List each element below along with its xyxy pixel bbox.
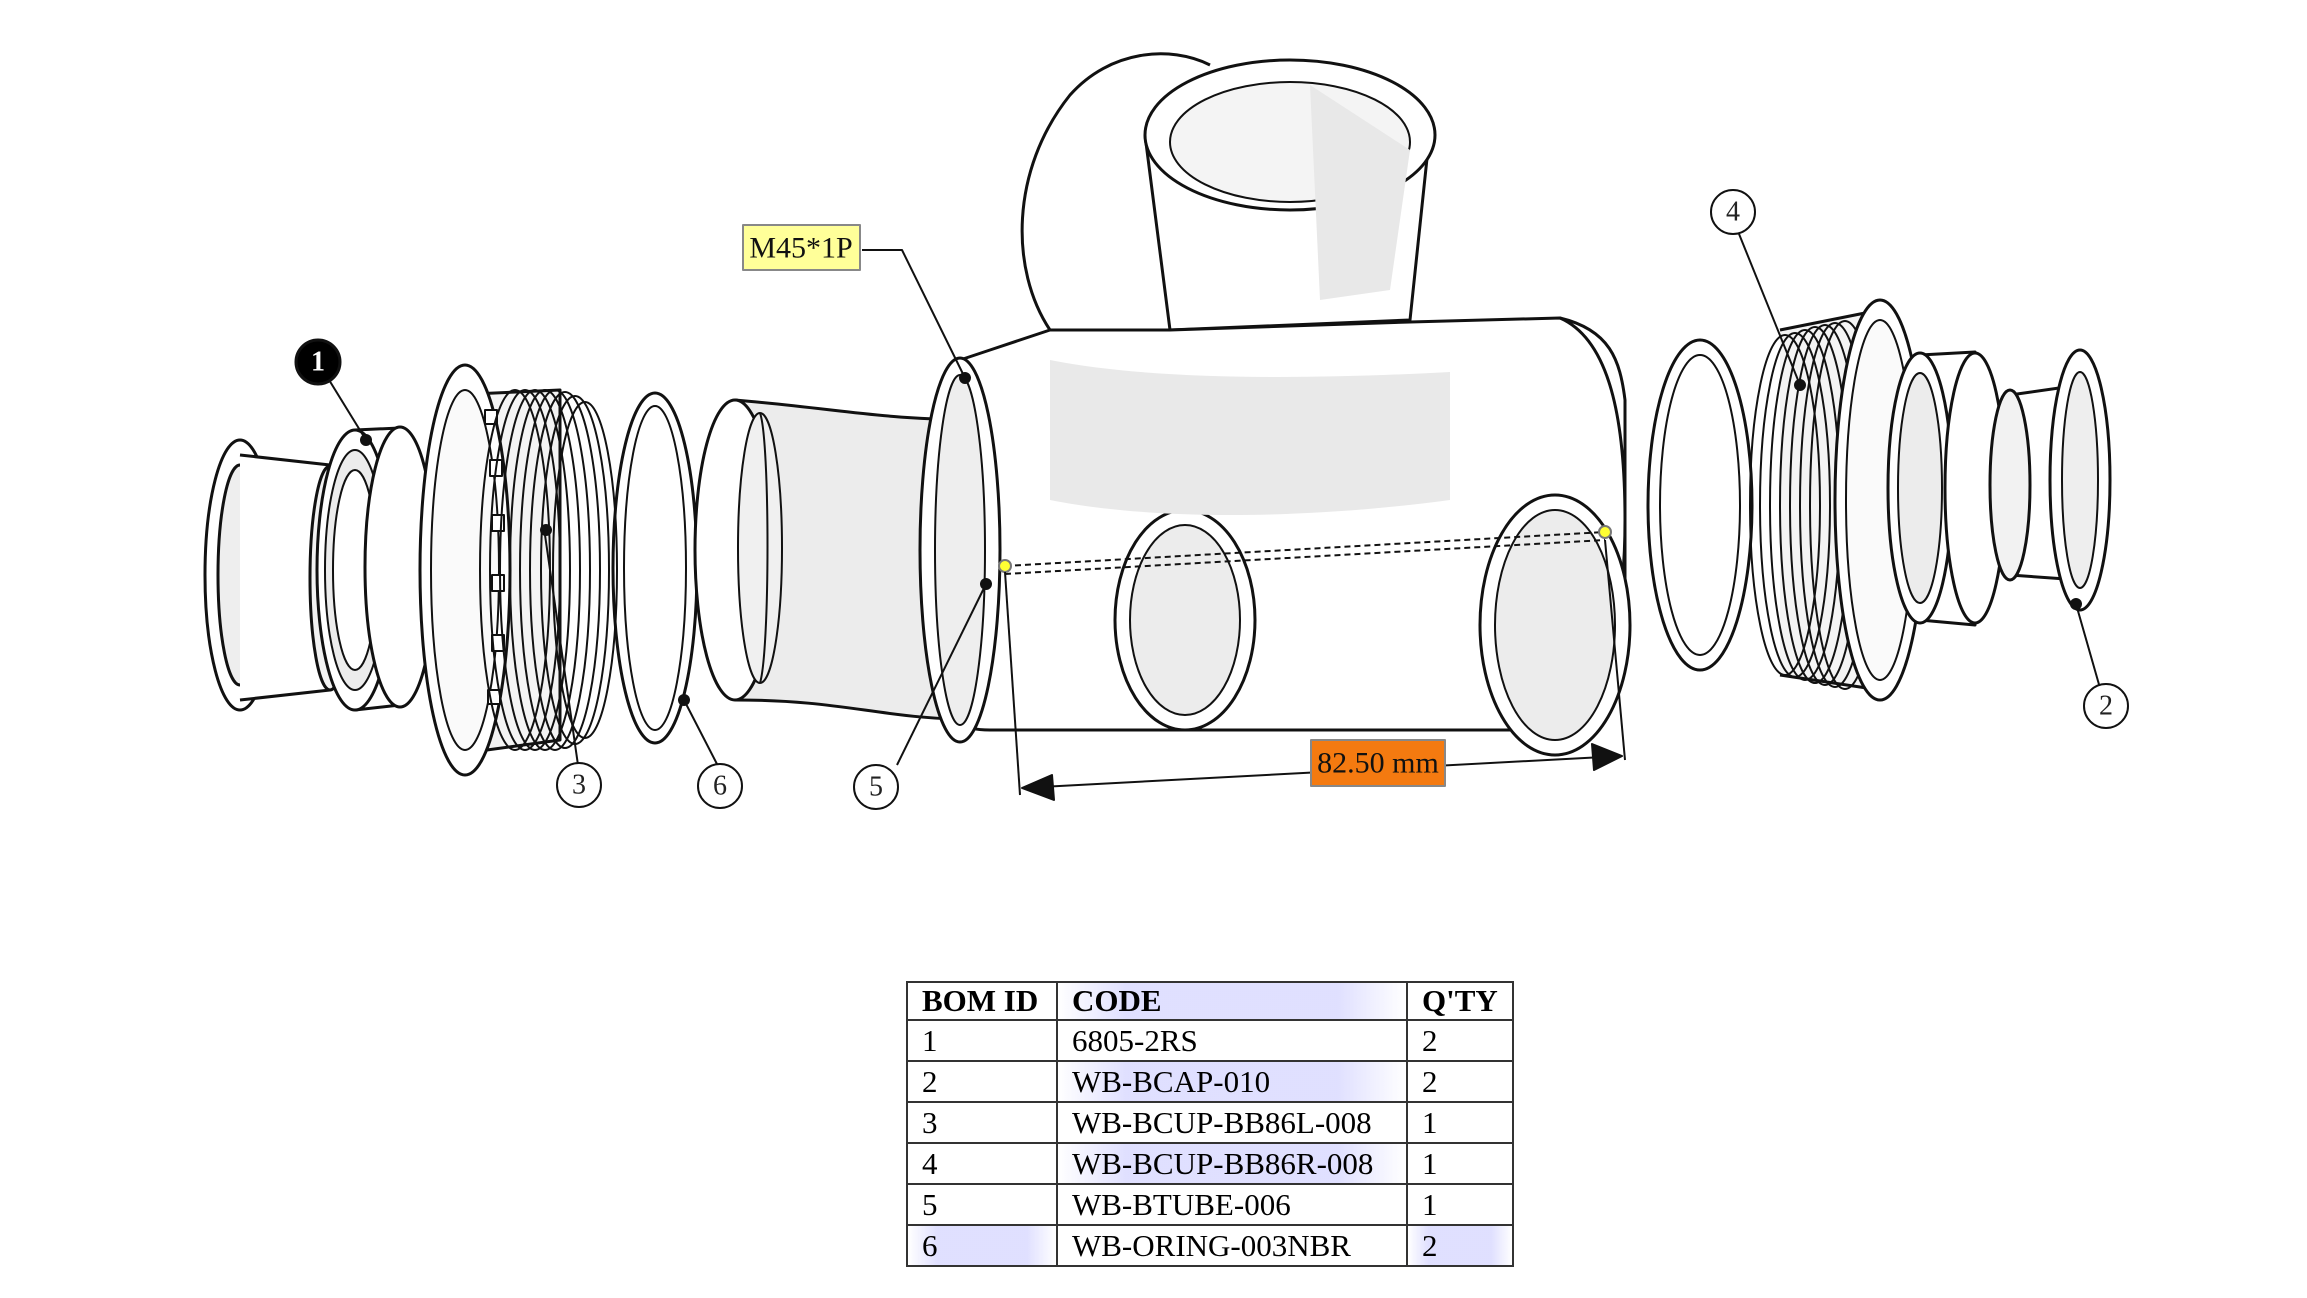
balloon-5-number: 5: [869, 772, 883, 803]
bom-cell-code: 6805-2RS: [1056, 1019, 1408, 1062]
bom-row: 2 WB-BCAP-010 2: [906, 1060, 1514, 1103]
bom-header-qty: Q'TY: [1406, 981, 1514, 1021]
bom-cell-id: 6: [906, 1224, 1058, 1267]
bom-row: 4 WB-BCUP-BB86R-008 1: [906, 1142, 1514, 1185]
left-o-ring: [611, 391, 699, 745]
right-o-ring: [1646, 338, 1754, 672]
bom-cell-qty: 2: [1406, 1224, 1514, 1267]
balloon-4: [1710, 189, 1756, 235]
balloon-3: [556, 762, 602, 808]
bom-cell-id: 4: [906, 1142, 1058, 1185]
balloon-2-number: 2: [2099, 691, 2113, 722]
bom-cell-qty: 2: [1406, 1060, 1514, 1103]
exploded-assembly-diagram: 1 3 6 5 4 2 M45*1P 82.50 mm: [203, 52, 2129, 810]
thread-label-box: [742, 224, 861, 271]
balloon-5: [853, 764, 899, 810]
bom-cell-qty: 1: [1406, 1183, 1514, 1226]
balloon-6-number: 6: [713, 771, 727, 802]
balloon-1: [294, 338, 342, 386]
balloon-1-number: 1: [311, 347, 325, 378]
balloon-6: [697, 763, 743, 809]
bom-cell-code: WB-BCAP-010: [1056, 1060, 1408, 1103]
dimension-line: [1004, 539, 1626, 801]
bom-row: 1 6805-2RS 2: [906, 1019, 1514, 1062]
bom-cell-code: WB-BCUP-BB86L-008: [1056, 1101, 1408, 1144]
bom-cell-id: 5: [906, 1183, 1058, 1226]
right-bearing-cap: [1988, 348, 2112, 612]
bom-row: 3 WB-BCUP-BB86L-008 1: [906, 1101, 1514, 1144]
bom-cell-qty: 2: [1406, 1019, 1514, 1062]
bom-cell-code: WB-ORING-003NBR: [1056, 1224, 1408, 1267]
left-bearing: [315, 425, 437, 712]
leader-dots: [360, 372, 2082, 706]
dimension-label-box: [1310, 739, 1446, 787]
bom-cell-id: 1: [906, 1019, 1058, 1062]
bom-cell-id: 3: [906, 1101, 1058, 1144]
balloon-2: [2083, 683, 2129, 729]
bom-header-row: BOM ID CODE Q'TY: [906, 981, 1514, 1021]
bom-header-code: CODE: [1056, 981, 1408, 1021]
bom-cell-qty: 1: [1406, 1142, 1514, 1185]
balloon-4-number: 4: [1726, 197, 1740, 228]
measurement-points: [998, 525, 1612, 573]
right-bearing: [1886, 350, 2007, 627]
bom-cell-qty: 1: [1406, 1101, 1514, 1144]
bom-row: 6 WB-ORING-003NBR 2: [906, 1224, 1514, 1267]
bom-cell-id: 2: [906, 1060, 1058, 1103]
balloon-3-number: 3: [572, 770, 586, 801]
thread-label: M45*1P: [749, 232, 852, 265]
left-threaded-cup: [418, 363, 618, 777]
bom-header-id: BOM ID: [906, 981, 1058, 1021]
dimension-label: 82.50 mm: [1317, 747, 1439, 780]
bb-shell-frame: [918, 52, 1632, 757]
bom-table: BOM ID CODE Q'TY 1 6805-2RS 2 2 WB-BCAP-…: [906, 981, 1514, 1267]
bom-cell-code: WB-BTUBE-006: [1056, 1183, 1408, 1226]
bom-cell-code: WB-BCUP-BB86R-008: [1056, 1142, 1408, 1185]
bom-row: 5 WB-BTUBE-006 1: [906, 1183, 1514, 1226]
